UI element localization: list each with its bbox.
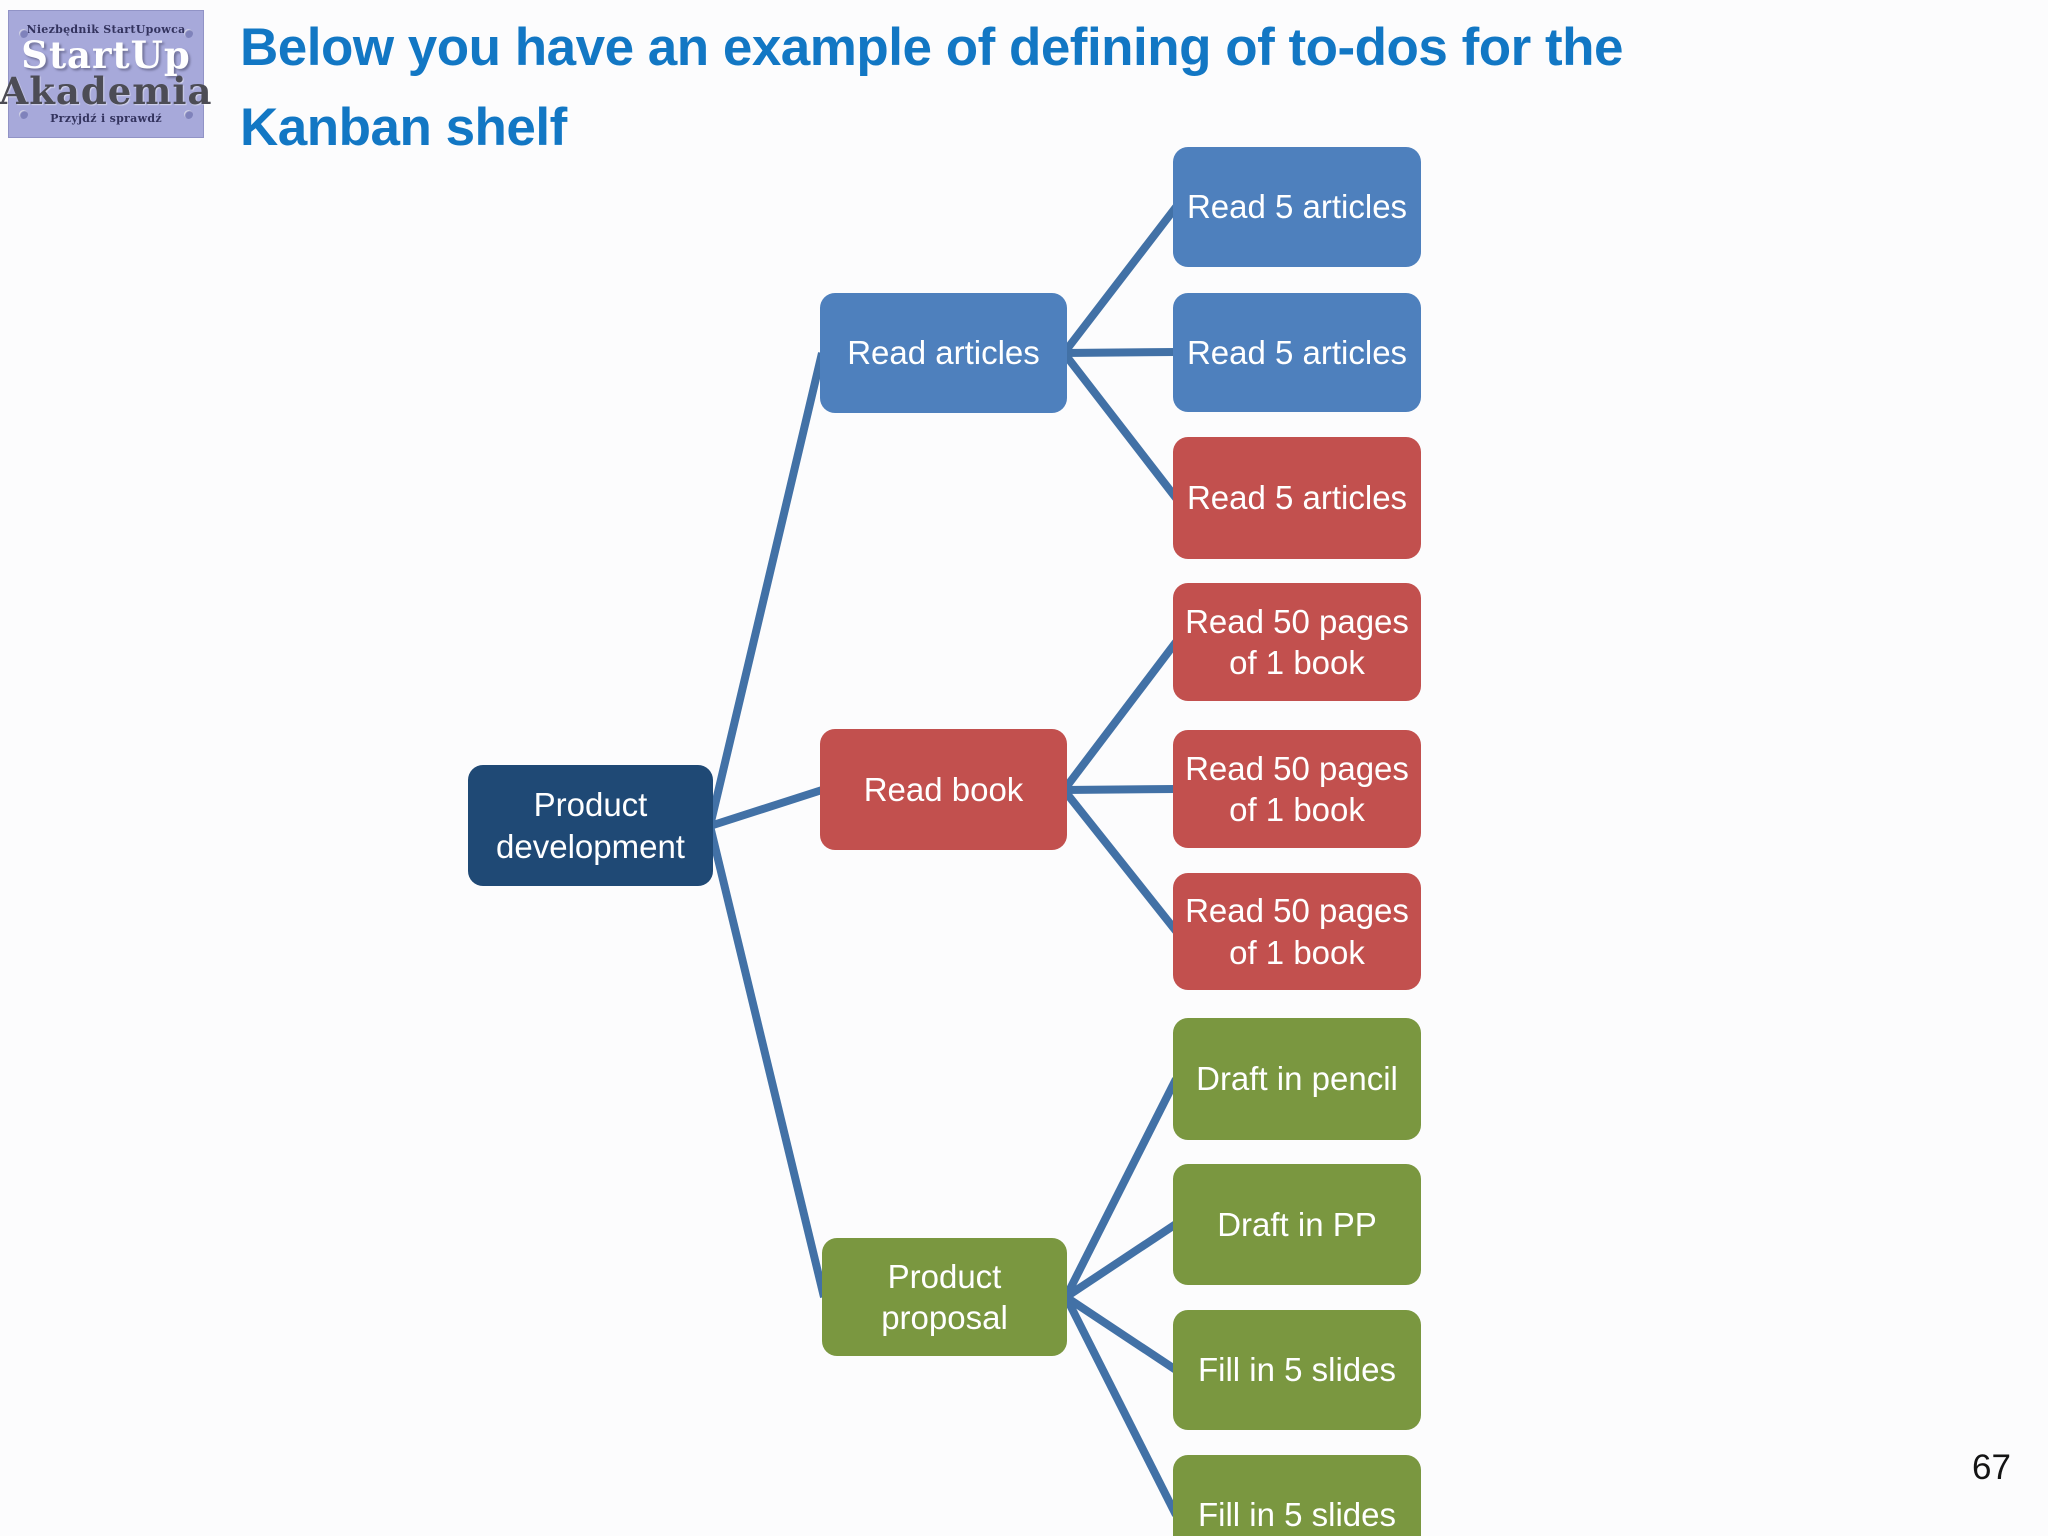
slide-title-line2: Kanban shelf <box>240 97 567 157</box>
connector-line <box>1060 350 1180 501</box>
node-label: Draft in pencil <box>1196 1060 1398 1098</box>
slide-title: Below you have an example of defining of… <box>240 8 1960 167</box>
slide-title-line1: Below you have an example of defining of… <box>240 18 1624 77</box>
logo-tagline-bottom: Przyjdź i sprawdź <box>50 112 162 126</box>
node-read-book: Read book <box>820 729 1067 850</box>
node-label: Fill in 5 slides <box>1197 1351 1397 1389</box>
node-read-5-articles-2: Read 5 articles <box>1173 293 1421 412</box>
node-label: Read 50 pages of 1 book <box>1185 892 1409 971</box>
node-label: Read 50 pages of 1 book <box>1185 602 1409 681</box>
connector-line <box>1063 1293 1179 1374</box>
startup-akademia-logo: Niezbędnik StartUpowca StartUp Akademia … <box>0 10 211 138</box>
node-label: Read articles <box>847 334 1040 372</box>
logo-corner-mark <box>184 110 193 119</box>
connector-line <box>708 786 824 830</box>
node-product-development: Product development <box>468 765 713 886</box>
node-read-50-pages-3: Read 50 pages of 1 book <box>1173 873 1421 990</box>
connector-line <box>1063 785 1177 794</box>
node-fill-in-5-slides-2: Fill in 5 slides <box>1173 1455 1421 1536</box>
node-label: Read 50 pages of 1 book <box>1185 749 1409 828</box>
connector-line <box>706 825 828 1298</box>
node-read-5-articles-3: Read 5 articles <box>1173 437 1421 559</box>
logo-corner-mark <box>19 110 28 119</box>
node-label: Read book <box>863 770 1024 808</box>
node-product-proposal: Product proposal <box>822 1238 1067 1356</box>
node-label: Read 5 articles <box>1186 333 1408 371</box>
page-number: 67 <box>1972 1448 2011 1487</box>
connector-line <box>1060 639 1180 793</box>
connector-line <box>1063 1220 1179 1301</box>
logo-corner-mark <box>19 29 28 38</box>
logo-tagline-top: Niezbędnik StartUpowca <box>26 22 186 36</box>
node-read-50-pages-1: Read 50 pages of 1 book <box>1173 583 1421 701</box>
node-read-articles: Read articles <box>820 293 1067 413</box>
logo-name-startup: StartUp <box>21 32 191 77</box>
node-draft-in-pencil: Draft in pencil <box>1173 1018 1421 1140</box>
logo-name-akademia: Akademia <box>0 69 213 114</box>
node-read-50-pages-2: Read 50 pages of 1 book <box>1173 730 1421 848</box>
logo-corner-mark <box>184 29 193 38</box>
connector-line <box>1062 1295 1180 1517</box>
node-label: Fill in 5 slides <box>1197 1496 1397 1534</box>
connector-line <box>1060 787 1180 934</box>
node-label: Draft in PP <box>1217 1205 1377 1243</box>
connector-line <box>706 352 826 827</box>
node-label: Read 5 articles <box>1186 188 1408 226</box>
node-fill-in-5-slides-1: Fill in 5 slides <box>1173 1310 1421 1430</box>
node-read-5-articles-1: Read 5 articles <box>1173 147 1421 267</box>
node-label: Product proposal <box>881 1257 1008 1336</box>
connector-line <box>1060 204 1180 356</box>
node-label: Product development <box>496 786 685 865</box>
node-draft-in-pp: Draft in PP <box>1173 1164 1421 1285</box>
node-label: Read 5 articles <box>1186 479 1408 517</box>
connector-line <box>1063 348 1177 357</box>
connector-line <box>1062 1077 1180 1299</box>
